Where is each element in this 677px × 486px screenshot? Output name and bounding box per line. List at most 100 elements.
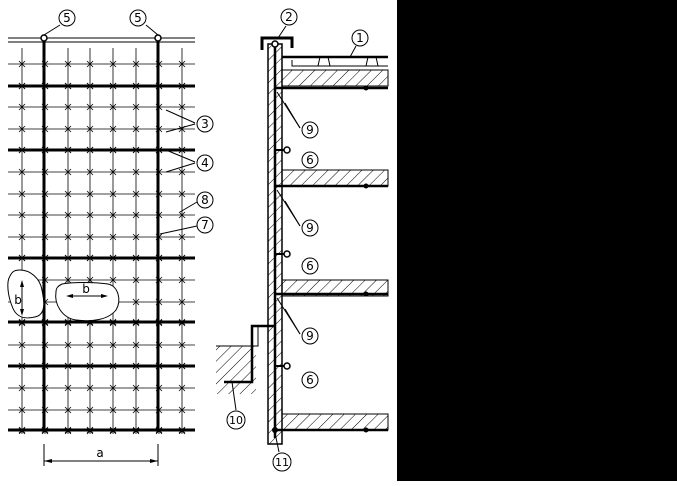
tie-mark <box>109 318 117 326</box>
floor-slab-2 <box>281 279 389 297</box>
tie-mark <box>86 426 94 434</box>
tie-mark <box>18 211 26 219</box>
tie-mark <box>86 82 94 90</box>
leader-3b <box>165 123 196 133</box>
callout-circle-3 <box>196 115 214 133</box>
dim-arrow <box>150 459 158 463</box>
tie-mark <box>132 168 140 176</box>
tie-mark <box>178 426 186 434</box>
leader-1 <box>349 45 357 58</box>
tie-mark <box>18 125 26 133</box>
tie-mark <box>18 426 26 434</box>
callout-circle-6a <box>301 151 319 169</box>
detail-patch-horizontal <box>55 282 120 322</box>
callout-circle-7 <box>196 216 214 234</box>
tie-mark <box>132 233 140 241</box>
tie-mark <box>86 168 94 176</box>
tie-mark <box>18 103 26 111</box>
tie-mark <box>132 362 140 370</box>
tie-mark <box>132 298 140 306</box>
tie-mark <box>86 125 94 133</box>
tie-mark <box>178 60 186 68</box>
test-joint-6b <box>283 250 291 258</box>
tie-mark <box>86 276 94 284</box>
tie-mark <box>109 276 117 284</box>
tie-mark <box>86 384 94 392</box>
dim-arrow <box>44 459 52 463</box>
callout-5a: 5 <box>63 11 71 25</box>
tie-mark <box>64 125 72 133</box>
tie-mark <box>18 168 26 176</box>
leader-2 <box>277 25 287 39</box>
callout-6c: 6 <box>306 373 314 387</box>
tie-mark <box>64 146 72 154</box>
tie-mark <box>86 362 94 370</box>
rebar-joint <box>363 85 369 91</box>
tie-mark <box>18 233 26 241</box>
black-panel <box>397 0 677 481</box>
callout-circle-6c <box>301 371 319 389</box>
tie-mark <box>109 319 117 327</box>
tie-mark <box>132 318 140 326</box>
tie-mark <box>132 254 140 262</box>
tie-mark <box>64 254 72 262</box>
dim-arrow <box>20 309 24 316</box>
callout-circle-5a <box>58 9 76 27</box>
earth-conductor <box>224 324 275 384</box>
rebar-joint <box>363 291 369 297</box>
tie-mark <box>64 276 72 284</box>
tie-mark <box>109 190 117 198</box>
callout-circle-11 <box>272 452 292 472</box>
callout-11: 11 <box>275 456 289 469</box>
foundation-connection <box>272 427 278 433</box>
callout-circle-2 <box>280 8 298 26</box>
tie-mark <box>18 406 26 414</box>
leader-7 <box>159 225 198 235</box>
tie-mark <box>132 103 140 111</box>
tie-mark <box>86 406 94 414</box>
tie-mark <box>178 82 186 90</box>
tie-mark <box>18 427 26 435</box>
callout-circle-6b <box>301 257 319 275</box>
tie-mark <box>132 190 140 198</box>
tie-mark <box>18 254 26 262</box>
tie-mark <box>64 168 72 176</box>
tie-mark <box>64 406 72 414</box>
tie-mark <box>132 60 140 68</box>
tie-mark <box>132 211 140 219</box>
tie-mark <box>64 190 72 198</box>
tie-mark <box>178 211 186 219</box>
tie-mark <box>178 298 186 306</box>
tie-mark <box>18 190 26 198</box>
tie-mark <box>18 60 26 68</box>
leader-9a-2 <box>284 102 301 129</box>
tie-mark <box>64 318 72 326</box>
callout-9c: 9 <box>306 329 314 343</box>
leader-10 <box>231 381 237 411</box>
tie-mark <box>109 211 117 219</box>
tie-mark <box>109 82 117 90</box>
dim-arrow <box>20 280 24 287</box>
tie-mark <box>132 276 140 284</box>
tie-mark <box>132 341 140 349</box>
tie-mark <box>109 341 117 349</box>
mesh-thin-lines <box>8 48 195 434</box>
callout-2: 2 <box>285 10 293 24</box>
dim-arrow <box>66 294 73 298</box>
tie-mark <box>109 426 117 434</box>
tie-mark <box>132 384 140 392</box>
tie-mark <box>64 233 72 241</box>
callout-circle-4 <box>196 154 214 172</box>
tie-mark <box>64 82 72 90</box>
tie-mark <box>109 233 117 241</box>
tie-mark <box>178 168 186 176</box>
tie-mark <box>109 254 117 262</box>
test-joint-6a <box>283 146 291 154</box>
callout-6b: 6 <box>306 259 314 273</box>
leader-8 <box>179 201 198 213</box>
rebar-joint <box>363 427 369 433</box>
dim-b-vertical: b <box>14 293 22 307</box>
tie-mark <box>178 341 186 349</box>
